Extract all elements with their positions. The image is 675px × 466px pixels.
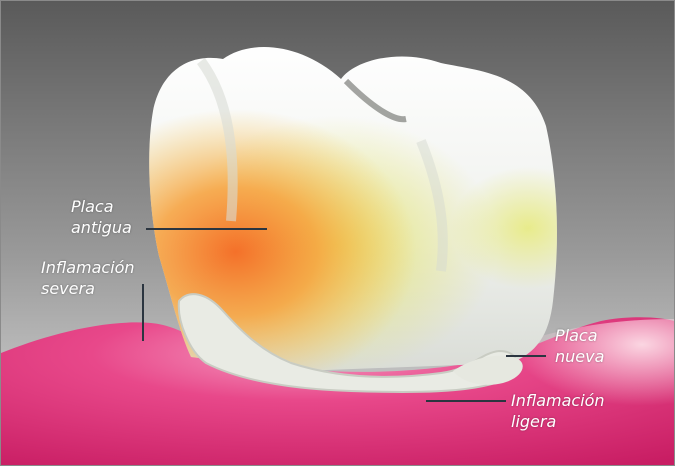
old-plaque-leader [146, 228, 267, 230]
new-plaque-leader [506, 355, 546, 357]
mild-inflammation-label: Inflamación ligera [511, 390, 605, 432]
severe-inflammation-leader [142, 284, 144, 341]
severe-inflammation-label: Inflamación severa [41, 257, 135, 299]
old-plaque-label: Placa antigua [71, 196, 132, 238]
mild-inflammation-leader [426, 400, 506, 402]
new-plaque-label: Placa nueva [555, 325, 604, 367]
